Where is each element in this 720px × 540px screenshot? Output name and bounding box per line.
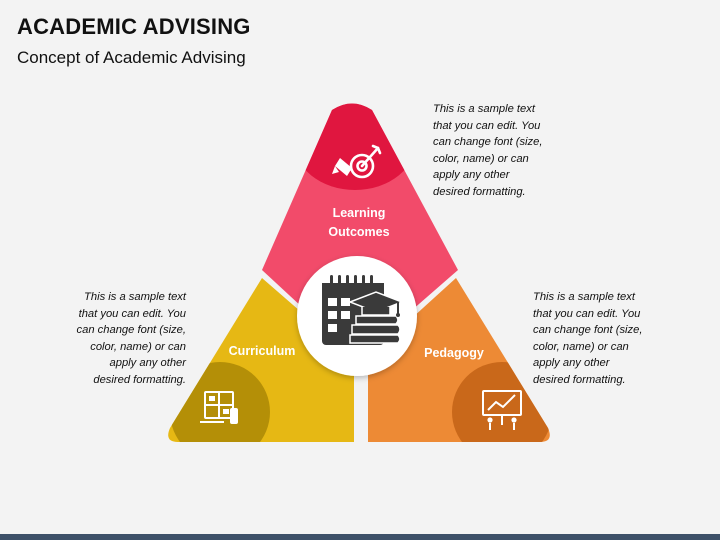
- sample-text-note-right: This is a sample text that you can edit.…: [533, 291, 643, 386]
- calendar-graduation-icon: [322, 275, 405, 345]
- footer-bar: [0, 534, 720, 540]
- center-hub: [297, 256, 417, 376]
- page-subtitle: Concept of Academic Advising: [17, 48, 246, 67]
- study-board-icon: [200, 391, 238, 424]
- segment-label-line2: Outcomes: [328, 225, 389, 239]
- presentation-icon: [482, 390, 522, 430]
- target-pencil-icon: [332, 144, 382, 179]
- segment-label-line1: Learning: [333, 206, 386, 220]
- sample-text-note-left: This is a sample text that you can edit.…: [76, 291, 186, 386]
- segment-label: Curriculum: [229, 344, 296, 358]
- page-title: ACADEMIC ADVISING: [17, 14, 251, 39]
- segment-label: Pedagogy: [424, 346, 484, 360]
- sample-text-note-top: This is a sample text that you can edit.…: [433, 103, 543, 198]
